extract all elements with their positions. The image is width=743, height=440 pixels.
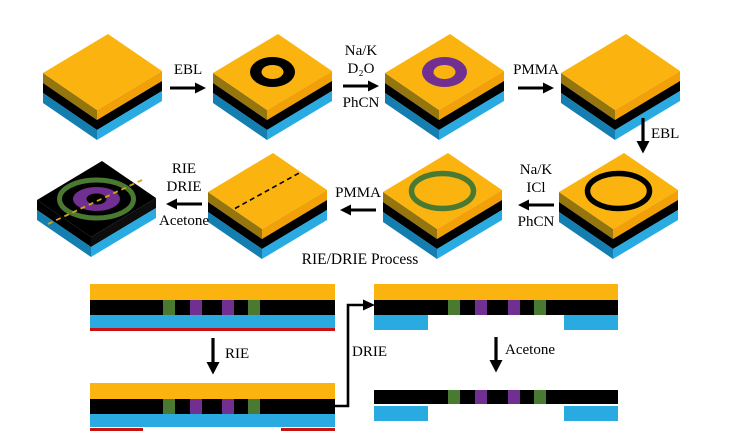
cs4-purple-ring-segment <box>475 390 487 404</box>
pmma-step2-label: PMMA <box>335 185 381 201</box>
drie-label: DRIE <box>352 344 387 360</box>
cs4-substrate-left <box>374 406 428 421</box>
cs4-green-ring-segment <box>448 390 460 404</box>
cs4-substrate-right <box>564 406 618 421</box>
cs1-backside-mask <box>90 328 335 331</box>
write-step2-group: Na/K ICl PhCN <box>512 161 560 231</box>
cs2-backside-mask-right <box>281 428 335 431</box>
cs3-substrate-right <box>564 315 618 330</box>
cs1-green-ring-segment <box>248 300 260 315</box>
large-black-ring <box>584 170 653 212</box>
cs2-purple-ring-segment <box>190 399 202 414</box>
cross-section-final <box>374 390 618 421</box>
arrow-down-rie-icon <box>206 338 220 375</box>
write1-reagent-3: PhCN <box>342 95 380 111</box>
cross-section-after-rie <box>90 383 335 431</box>
cross-section-after-drie <box>374 284 618 330</box>
etch-step-group: RIE DRIE Acetone <box>148 160 220 230</box>
cs2-purple-ring-segment <box>222 399 234 414</box>
ebl-step2-label: EBL <box>651 126 680 142</box>
write2-reagent-1: Na/K <box>519 162 553 178</box>
cs3-green-ring-segment <box>533 300 546 315</box>
cs2-green-ring-segment <box>248 399 260 414</box>
pmma-step1-label: PMMA <box>513 62 559 78</box>
cs4-purple-ring-segment <box>507 390 520 404</box>
arrow-down-ebl2-icon <box>636 118 650 154</box>
etch-step-3: Acetone <box>159 213 209 229</box>
chip-purple-ring <box>385 34 504 140</box>
chip-large-black-ring <box>559 153 678 259</box>
arrow-right-pmma1-icon <box>518 82 554 94</box>
arrow-right-ebl1-icon <box>170 82 206 94</box>
etch-step-1: RIE <box>171 161 197 177</box>
arrow-left-etch-icon <box>166 198 202 210</box>
rie-label: RIE <box>225 346 250 362</box>
final-green-ring <box>57 177 136 221</box>
cs2-device-layer <box>90 399 335 414</box>
cs2-backside-mask-left <box>90 428 143 431</box>
green-ring <box>408 170 477 212</box>
cs1-green-ring-segment <box>163 300 175 315</box>
chip-pmma-dashed-cut <box>208 153 327 259</box>
arrow-left-pmma2-icon <box>340 204 376 216</box>
etch-step-2: DRIE <box>166 179 202 195</box>
dashed-cut-line <box>234 171 302 210</box>
arrow-right-write1-icon <box>343 80 379 92</box>
chip-green-ring <box>383 153 502 259</box>
cs3-green-ring-segment <box>448 300 460 315</box>
arrow-down-acetone-icon <box>489 337 503 373</box>
cs1-purple-ring-segment <box>222 300 234 315</box>
write1-reagent-2: D₂O <box>347 61 375 77</box>
ebl-step1-label: EBL <box>173 62 203 78</box>
write-step1-group: Na/K D₂O PhCN <box>337 42 385 112</box>
cs4-device-layer <box>374 390 618 404</box>
cs3-purple-ring-segment <box>475 300 487 315</box>
cs3-substrate-left <box>374 315 428 330</box>
cs1-purple-ring-segment <box>190 300 202 315</box>
cs3-purple-ring-segment <box>507 300 520 315</box>
cs1-substrate-layer <box>90 315 335 328</box>
cs3-pmma-layer <box>374 284 618 300</box>
cs3-device-layer <box>374 300 618 315</box>
chip-bare-substrate <box>43 34 162 140</box>
cs4-green-ring-segment <box>533 390 546 404</box>
arrow-left-write2-icon <box>518 199 554 211</box>
cs2-green-ring-segment <box>163 399 175 414</box>
write2-reagent-3: PhCN <box>517 214 555 230</box>
acetone-label: Acetone <box>505 342 555 358</box>
cross-section-initial <box>90 284 335 331</box>
chip-final-suspended-rings <box>37 161 156 257</box>
cs1-pmma-layer <box>90 284 335 300</box>
write1-reagent-1: Na/K <box>344 43 378 59</box>
elbow-arrow-drie-icon <box>335 299 375 408</box>
cs2-pmma-layer <box>90 383 335 399</box>
process-title: RIE/DRIE Process <box>301 251 419 268</box>
cs1-device-layer <box>90 300 335 315</box>
cs2-substrate-layer <box>90 414 335 427</box>
chip-black-ring-resist <box>213 34 332 140</box>
chip-pmma-coated <box>561 34 680 140</box>
write2-reagent-2: ICl <box>526 180 546 196</box>
